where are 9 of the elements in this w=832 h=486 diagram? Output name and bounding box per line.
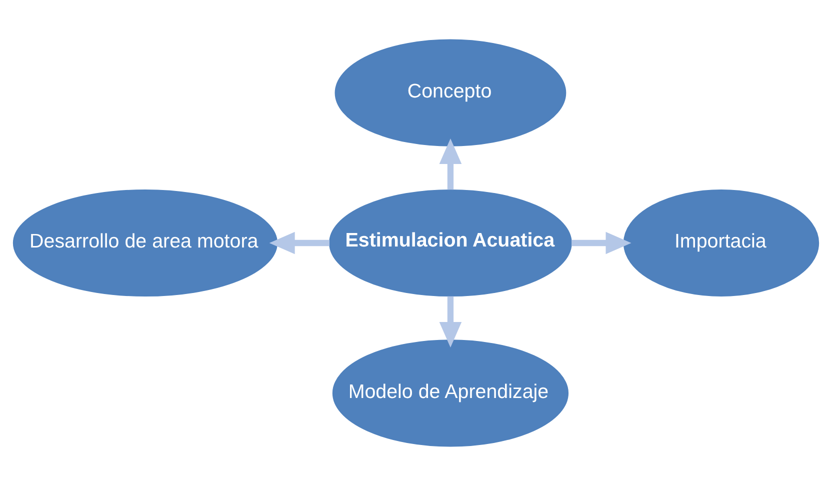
node-ellipse: Estimulacion Acuatica (329, 189, 572, 297)
arrow (439, 138, 462, 190)
node-ellipse: Concepto (334, 39, 566, 146)
node-ellipse: Modelo de Aprendizaje (332, 340, 569, 447)
arrow (572, 232, 632, 254)
node-ellipse: Desarrollo de area motora (12, 189, 278, 297)
arrow (269, 232, 330, 254)
node-ellipse: Importacia (623, 189, 820, 297)
arrow (439, 296, 462, 348)
